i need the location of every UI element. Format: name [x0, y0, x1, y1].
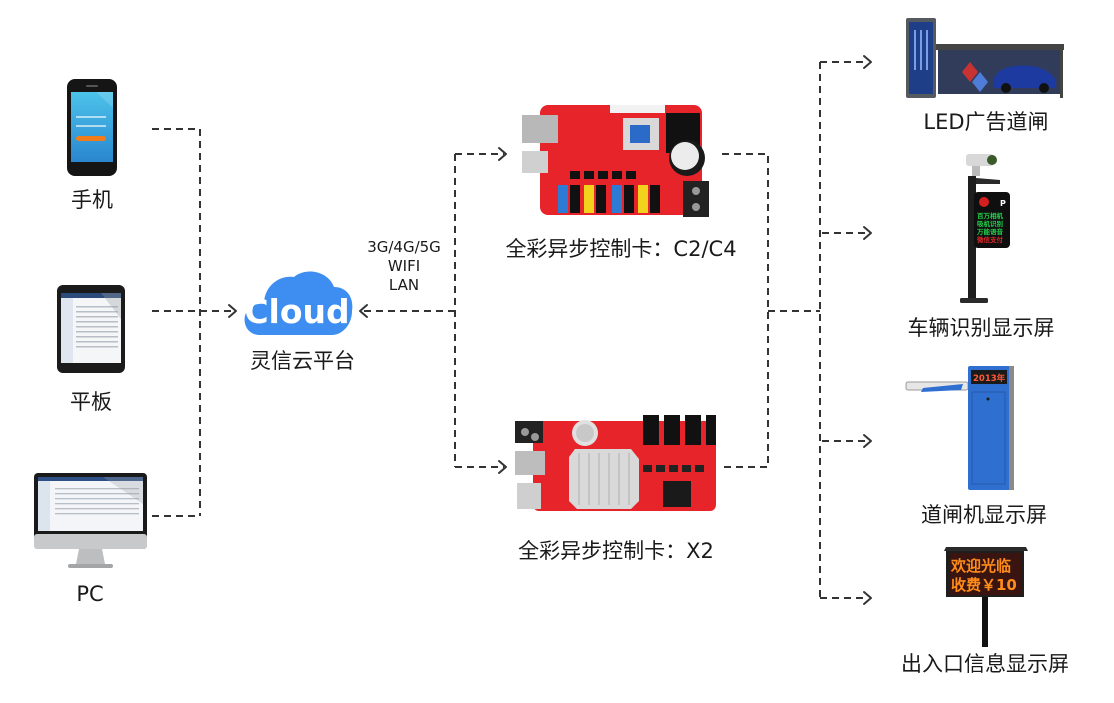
client-phone — [66, 78, 118, 178]
edge-phone-bus — [152, 128, 201, 516]
client-phone-label: 手机 — [71, 188, 113, 212]
svg-text:P: P — [1000, 199, 1006, 208]
display-barrier-gate[interactable]: 2013年 — [905, 364, 1015, 492]
client-pc — [33, 472, 148, 572]
edge-c2c4-displays — [722, 153, 769, 468]
display-barrier-gate-label: 道闸机显示屏 — [921, 503, 1047, 527]
arrowhead-barrier-gate — [863, 434, 872, 448]
network-label-cellular: 3G/4G/5G — [367, 238, 441, 256]
cloud-icon-text: Cloud — [244, 292, 349, 331]
plate-screen-line-2: 吸机识别 — [977, 219, 1004, 228]
entrance-screen-line-2: 收费￥10 — [951, 576, 1017, 594]
client-tablet — [56, 284, 126, 374]
entrance-led-sign-icon: 欢迎光临 收费￥10 — [944, 547, 1028, 647]
network-label-wifi: WIFI — [387, 257, 421, 275]
network-labels: 3G/4G/5G WIFI LAN — [356, 238, 452, 295]
display-entrance-info[interactable]: 欢迎光临 收费￥10 — [944, 545, 1028, 647]
plate-screen-line-1: 百万相机 — [977, 211, 1004, 220]
cloud-label: 灵信云平台 — [250, 349, 355, 373]
controller-x2[interactable] — [513, 413, 718, 519]
advertising-barrier-gate-icon — [906, 18, 1064, 98]
arrowhead-cloud-left — [228, 304, 237, 318]
arrowhead-plate-recognition — [863, 226, 872, 240]
arrowhead-entrance-info — [863, 591, 872, 605]
network-label-lan: LAN — [388, 276, 420, 294]
arrowhead-cloud-right — [359, 304, 368, 318]
controller-c2c4[interactable] — [518, 103, 713, 221]
arrowhead-ad-gate — [863, 55, 872, 69]
tablet-icon — [57, 285, 125, 373]
plate-recognition-pole-icon: P 百万相机 吸机识别 万能语音 微信支付 — [960, 154, 1010, 303]
barrier-gate-icon: 2013年 — [905, 366, 1014, 490]
display-plate-recognition-label: 车辆识别显示屏 — [907, 316, 1055, 340]
plate-screen-line-3: 万能语音 — [976, 227, 1004, 236]
arrowhead-x2 — [498, 460, 507, 474]
client-tablet-label: 平板 — [70, 390, 112, 414]
controller-card-icon — [522, 105, 709, 217]
arrowhead-c2c4 — [498, 147, 507, 161]
display-ad-gate[interactable] — [904, 16, 1066, 98]
controller-x2-label: 全彩异步控制卡：X2 — [518, 539, 714, 563]
display-plate-recognition[interactable]: P 百万相机 吸机识别 万能语音 微信支付 — [960, 152, 1020, 304]
controller-c2c4-label: 全彩异步控制卡：C2/C4 — [505, 237, 737, 261]
client-pc-label: PC — [76, 582, 104, 606]
barrier-gate-screen-text: 2013年 — [973, 373, 1006, 384]
display-ad-gate-label: LED广告道闸 — [923, 110, 1049, 134]
plate-screen-line-4: 微信支付 — [976, 235, 1004, 244]
cloud-icon: Cloud — [244, 271, 353, 335]
display-entrance-info-label: 出入口信息显示屏 — [901, 652, 1069, 676]
smartphone-icon — [67, 79, 117, 176]
desktop-monitor-icon — [34, 473, 147, 568]
controller-card-icon — [515, 415, 716, 511]
entrance-screen-line-1: 欢迎光临 — [950, 557, 1011, 575]
cloud-platform[interactable]: Cloud — [240, 265, 355, 337]
